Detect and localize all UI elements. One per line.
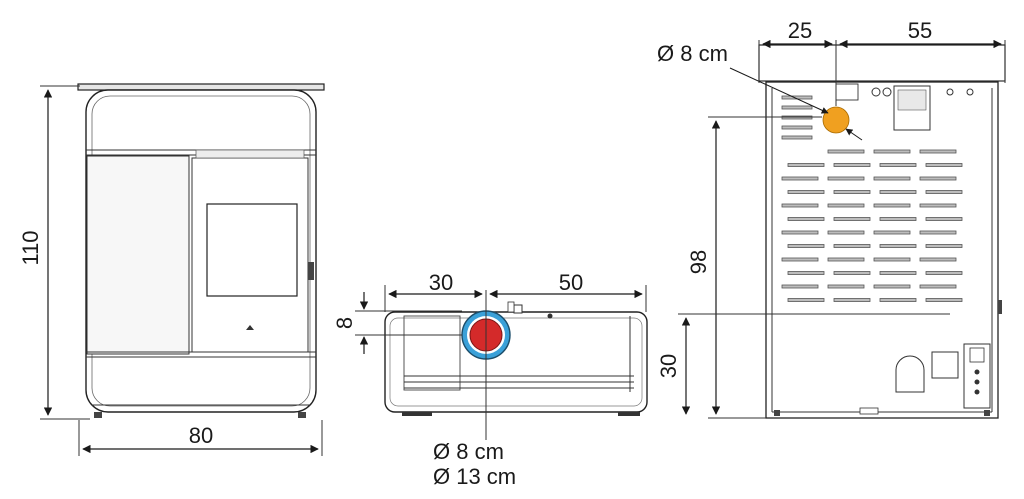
rear-low-height-label: 30 — [656, 354, 681, 378]
vent-slot — [827, 203, 865, 208]
top-left-dim-label: 30 — [429, 270, 453, 295]
vent-slot — [925, 298, 963, 302]
vent-slot — [919, 284, 957, 289]
vent-slot — [787, 190, 825, 194]
vent-slot — [873, 284, 911, 289]
vent-slot — [879, 217, 917, 221]
vent-slot — [827, 149, 865, 154]
vent-slot — [879, 271, 917, 275]
vent-slot — [833, 244, 871, 248]
vent-slot — [873, 230, 911, 235]
rear-pipe — [822, 106, 850, 134]
vent-slot — [781, 257, 819, 262]
rear-body — [765, 81, 999, 419]
vent-slot — [873, 149, 911, 154]
vent-slot — [879, 244, 917, 248]
front-left-panel — [86, 155, 190, 355]
vent-slot — [919, 230, 957, 235]
vent-slot — [787, 217, 825, 221]
vent-slot — [833, 217, 871, 221]
top-body — [384, 311, 648, 413]
vent-slot — [919, 176, 957, 181]
vent-slot — [787, 163, 825, 167]
vent-slot — [787, 298, 825, 302]
door-handle — [308, 262, 314, 280]
front-view: 110 80 — [18, 83, 325, 456]
vent-slot — [919, 257, 957, 262]
vent-slot — [833, 271, 871, 275]
vent-slot — [925, 163, 963, 167]
top-right-dim-label: 50 — [559, 270, 583, 295]
vent-slot — [781, 230, 819, 235]
vent-slot — [781, 176, 819, 181]
vent-slot — [873, 176, 911, 181]
vent-slot — [873, 203, 911, 208]
rear-view: 25 55 Ø 8 cm 98 30 — [656, 18, 1006, 419]
vent-slot — [827, 230, 865, 235]
vent-slot — [781, 203, 819, 208]
vent-slot — [879, 298, 917, 302]
rear-pipe-label: Ø 8 cm — [657, 41, 728, 66]
front-width-label: 80 — [189, 423, 213, 448]
rear-left-dim-label: 25 — [788, 18, 812, 43]
vent-slot — [827, 257, 865, 262]
vent-slot — [873, 257, 911, 262]
vent-slot — [879, 163, 917, 167]
top-pipe-inner-label: Ø 8 cm — [433, 439, 504, 464]
vent-slot — [925, 190, 963, 194]
vent-slot — [787, 244, 825, 248]
top-pipe-outer-label: Ø 13 cm — [433, 464, 516, 489]
vent-slot — [925, 217, 963, 221]
top-view: 30 50 8 Ø 8 cm Ø 13 cm — [332, 270, 648, 489]
vent-slot — [781, 284, 819, 289]
rear-lower-hatch — [895, 355, 925, 393]
lock-icon — [246, 325, 254, 330]
top-depth-dim-label: 8 — [332, 317, 357, 329]
vent-slot — [833, 190, 871, 194]
front-glass-window — [206, 203, 298, 297]
vent-slot — [925, 271, 963, 275]
vent-slot — [827, 284, 865, 289]
vent-slot — [827, 176, 865, 181]
vent-slot — [879, 190, 917, 194]
vent-slot — [919, 149, 957, 154]
vent-slot — [787, 271, 825, 275]
vent-slot — [925, 244, 963, 248]
rear-vent-grid — [781, 149, 963, 302]
rear-height-label: 98 — [686, 250, 711, 274]
vent-slot — [833, 163, 871, 167]
rear-right-dim-label: 55 — [908, 18, 932, 43]
vent-slot — [919, 203, 957, 208]
front-height-label: 110 — [18, 230, 43, 265]
vent-slot — [833, 298, 871, 302]
